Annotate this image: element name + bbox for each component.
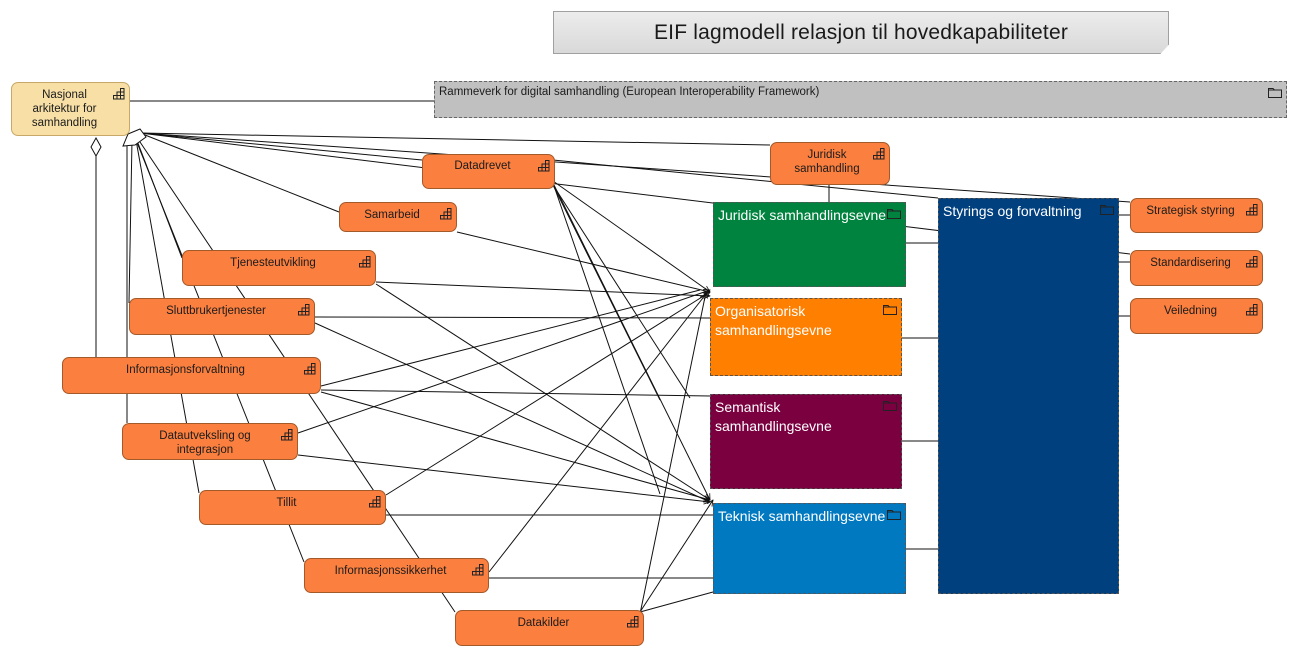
node-label: Strategisk styring: [1146, 205, 1235, 217]
relationship-line: [139, 132, 423, 161]
node-label: Juridisk samhandling: [794, 149, 860, 175]
group-teknisk[interactable]: Teknisk samhandlingsevne: [713, 503, 906, 594]
relationship-line: [128, 139, 133, 304]
group-label: Organisatorisk samhandlingsevne: [715, 303, 832, 338]
group-organisatorisk[interactable]: Organisatorisk samhandlingsevne: [710, 298, 902, 376]
relationship-line: [139, 132, 1131, 203]
node-tillit[interactable]: Tillit: [199, 490, 386, 525]
group-semantisk[interactable]: Semantisk samhandlingsevne: [710, 394, 902, 489]
relationship-line: [552, 182, 661, 495]
folder-icon: [887, 510, 901, 520]
capability-icon: [281, 429, 293, 441]
relationship-line: [456, 231, 710, 292]
node-label: Informasjonssikkerhet: [334, 565, 447, 577]
group-label: Teknisk samhandlingsevne: [718, 508, 886, 524]
capability-icon: [1246, 204, 1258, 216]
capability-icon: [359, 256, 371, 268]
aggregation-diamond: [90, 136, 102, 158]
relationship-line: [552, 184, 691, 399]
relationship-line: [139, 132, 340, 213]
node-standardisering[interactable]: Standardisering: [1130, 250, 1263, 286]
capability-icon: [538, 160, 550, 172]
relationship-line: [314, 322, 710, 503]
node-label: Datautveksling og integrasjon: [159, 430, 251, 456]
node-juridisk-samhandling[interactable]: Juridisk samhandling: [770, 142, 890, 185]
capability-icon: [873, 148, 885, 160]
relationship-line: [297, 290, 710, 434]
node-label: Tillit: [276, 497, 297, 509]
node-label: Informasjonsforvaltning: [126, 364, 245, 376]
node-samarbeid[interactable]: Samarbeid: [339, 202, 457, 232]
relationship-line: [552, 180, 710, 292]
relationship-line: [552, 182, 710, 500]
relationship-line: [639, 292, 706, 615]
relationship-line: [139, 132, 771, 146]
node-tjenesteutvikling[interactable]: Tjenesteutvikling: [182, 250, 376, 286]
node-label: Tjenesteutvikling: [230, 257, 316, 269]
capability-icon: [627, 616, 639, 628]
group-label: Rammeverk for digital samhandling (Europ…: [439, 86, 820, 98]
relationship-line: [639, 500, 713, 613]
node-informasjonssikkerhet[interactable]: Informasjonssikkerhet: [304, 558, 489, 593]
group-rammeverk[interactable]: Rammeverk for digital samhandling (Europ…: [434, 81, 1287, 118]
diagram-title: EIF lagmodell relasjon til hovedkapabili…: [553, 11, 1169, 54]
group-label: Juridisk samhandlingsevne: [718, 207, 887, 223]
folder-icon: [887, 209, 901, 219]
capability-icon: [298, 304, 310, 316]
group-juridisk[interactable]: Juridisk samhandlingsevne: [713, 202, 906, 287]
node-label: Nasjonal arkitektur for samhandling: [31, 89, 98, 129]
relationship-line: [320, 389, 711, 397]
folder-icon: [883, 401, 897, 411]
capability-icon: [1246, 256, 1258, 268]
folder-icon: [1100, 205, 1114, 215]
group-label: Styrings og forvaltning: [943, 203, 1082, 219]
relationship-line: [375, 281, 710, 296]
relationship-line: [552, 184, 661, 401]
relationship-line: [320, 391, 710, 500]
node-label: Samarbeid: [364, 209, 420, 221]
relationship-line: [385, 292, 710, 496]
relationship-line: [488, 294, 706, 573]
relationship-line: [639, 591, 714, 613]
node-label: Sluttbrukertjenester: [166, 305, 266, 317]
node-nasjonal-arkitektur[interactable]: Nasjonal arkitektur for samhandling: [11, 82, 130, 136]
relationship-line: [320, 289, 701, 387]
capability-icon: [369, 496, 381, 508]
node-strategisk-styring[interactable]: Strategisk styring: [1130, 198, 1263, 233]
capability-icon: [440, 208, 452, 220]
relationship-line: [375, 283, 710, 500]
node-datakilder[interactable]: Datakilder: [455, 610, 644, 646]
node-sluttbrukertjenester[interactable]: Sluttbrukertjenester: [129, 298, 315, 335]
node-label: Datakilder: [517, 617, 570, 629]
folder-icon: [1268, 88, 1282, 98]
node-label: Veiledning: [1163, 305, 1218, 317]
relationship-line: [135, 137, 183, 259]
capability-icon: [472, 564, 484, 576]
node-datadrevet[interactable]: Datadrevet: [422, 154, 555, 189]
group-label: Semantisk samhandlingsevne: [715, 399, 832, 434]
capability-icon: [113, 88, 125, 100]
relationship-line: [314, 316, 711, 319]
capability-icon: [1246, 304, 1258, 316]
node-label: Standardisering: [1150, 257, 1231, 269]
node-datautveksling[interactable]: Datautveksling og integrasjon: [122, 423, 298, 460]
node-veiledning[interactable]: Veiledning: [1130, 298, 1263, 334]
node-label: Datadrevet: [454, 160, 511, 172]
group-styring[interactable]: Styrings og forvaltning: [938, 198, 1119, 594]
folder-icon: [883, 305, 897, 315]
node-informasjonsforvaltning[interactable]: Informasjonsforvaltning: [62, 357, 321, 394]
capability-icon: [304, 363, 316, 375]
